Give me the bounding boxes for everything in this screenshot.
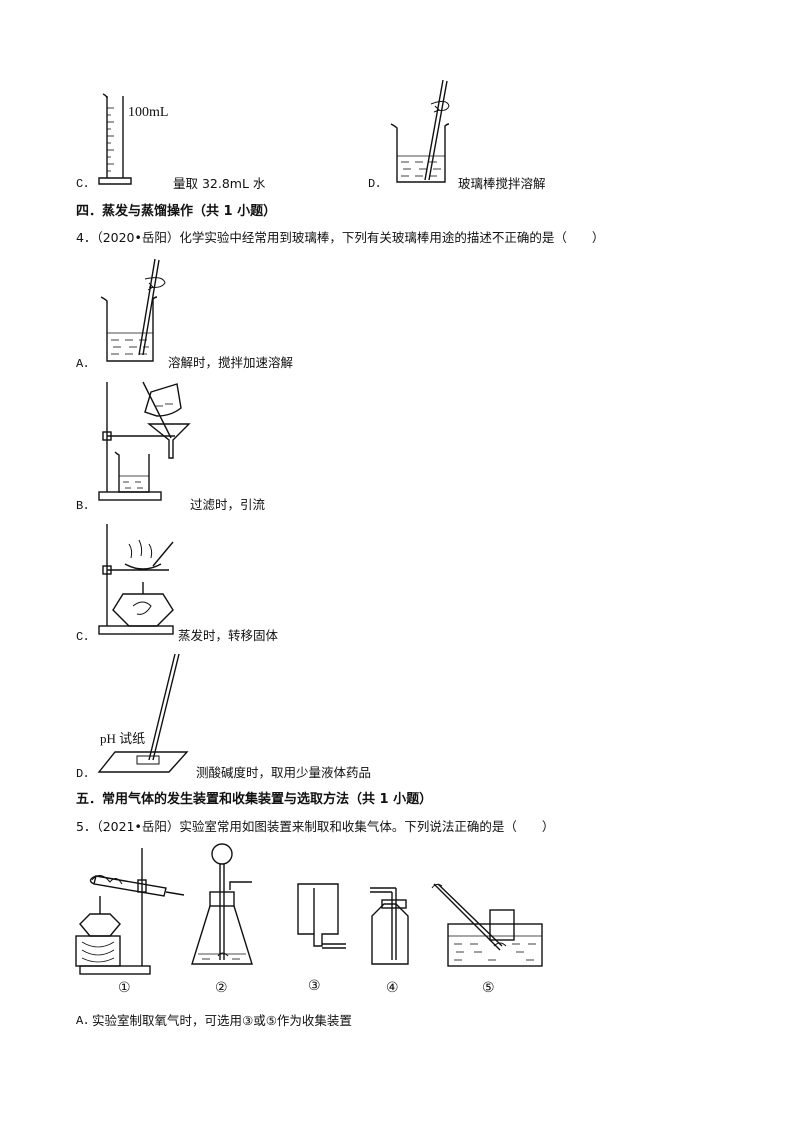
q5-option-a-text: 实验室制取氧气时，可选用③或⑤作为收集装置 [92, 1013, 352, 1028]
q5-option-a-letter: A． [76, 1014, 96, 1028]
q4-option-b-letter: B． [76, 499, 96, 513]
beaker-stirring-figure [390, 79, 450, 183]
apparatus-label-2: ② [215, 980, 228, 996]
q3-option-c-text: 量取 32.8mL 水 [173, 176, 266, 191]
q3-option-c-letter: C． [76, 177, 96, 191]
q4-option-b-text: 过滤时，引流 [190, 497, 266, 512]
section5-title: 五．常用气体的发生装置和收集装置与选取方法（共 1 小题） [76, 792, 433, 807]
q4-option-c-letter: C． [76, 630, 96, 644]
q4b-filtration-figure [98, 381, 191, 501]
apparatus-label-3: ③ [308, 978, 321, 994]
cylinder-capacity-label: 100mL [128, 105, 169, 120]
q3-option-d-letter: D． [368, 177, 388, 191]
ph-paper-label: pH 试纸 [100, 731, 146, 746]
apparatus-label-5: ⑤ [482, 980, 495, 996]
q4a-beaker-figure [100, 258, 166, 362]
q4-option-d-letter: D． [76, 767, 96, 781]
apparatus-label-4: ④ [386, 980, 399, 996]
apparatus-4-gas-bottle [370, 887, 409, 965]
q4c-evaporation-figure [98, 524, 174, 635]
q4-option-c-text: 蒸发时，转移固体 [178, 628, 279, 643]
question5-stem: 5．（2021•岳阳）实验室常用如图装置来制取和收集气体。下列说法正确的是（ ） [76, 819, 555, 834]
apparatus-3-inverted-bottle [297, 883, 346, 949]
apparatus-label-1: ① [118, 980, 131, 996]
q4d-ph-paper-figure [97, 653, 189, 773]
apparatus-2-flask-funnel [191, 843, 253, 965]
q3-option-d-text: 玻璃棒搅拌溶解 [458, 176, 546, 191]
apparatus-1-heating-tube [75, 848, 185, 975]
graduated-cylinder-figure [98, 93, 132, 185]
q4-option-d-text: 测酸碱度时，取用少量液体药品 [196, 765, 372, 780]
q4-option-a-text: 溶解时，搅拌加速溶解 [168, 355, 294, 370]
question4-stem: 4．（2020•岳阳）化学实验中经常用到玻璃棒，下列有关玻璃棒用途的描述不正确的… [76, 230, 605, 245]
section4-title: 四．蒸发与蒸馏操作（共 1 小题） [76, 204, 277, 219]
q4-option-a-letter: A． [76, 357, 96, 371]
apparatus-5-water-trough [431, 883, 543, 967]
